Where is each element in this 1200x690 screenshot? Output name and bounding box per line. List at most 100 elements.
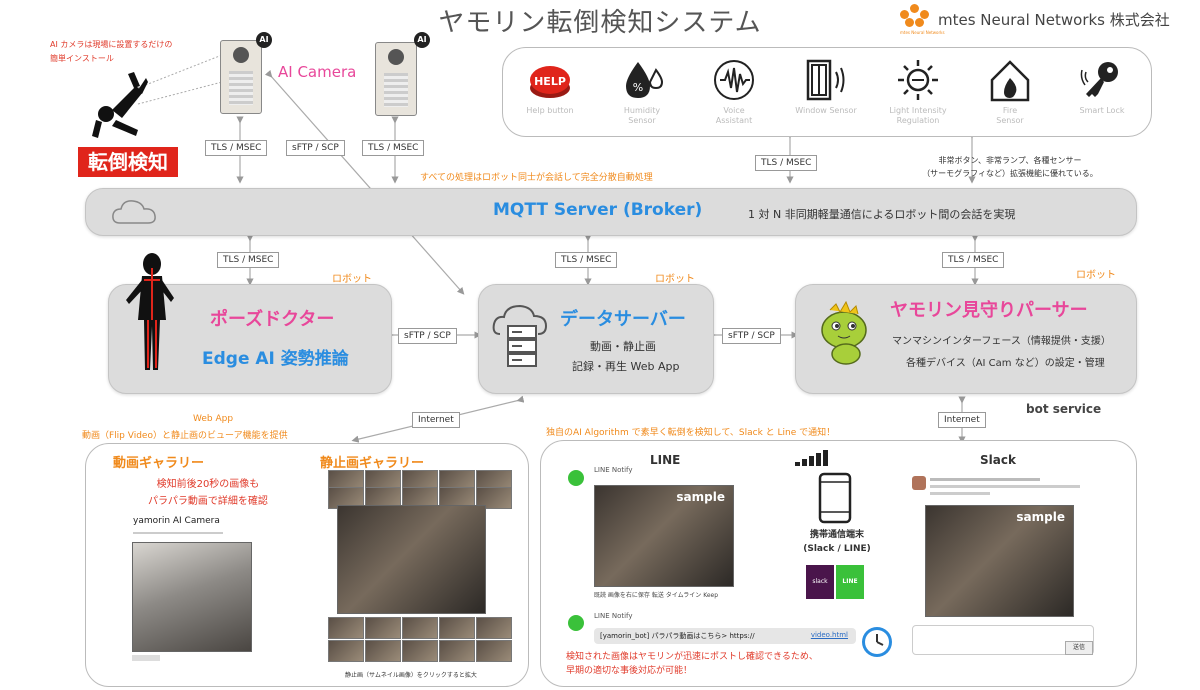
tls-tag-cam1: TLS / MSEC <box>205 140 268 156</box>
webapp-label: Web App <box>193 414 234 424</box>
still-thumbnail[interactable] <box>439 640 475 662</box>
still-thumbnail[interactable] <box>328 640 364 662</box>
still-thumbnail[interactable] <box>476 487 512 509</box>
sensor-label: Window Sensor <box>795 106 857 115</box>
fall-detection-label: 転倒検知 <box>78 147 178 177</box>
mqtt-desc: 1 対 N 非同期軽量通信によるロボット間の会話を実現 <box>748 208 1016 221</box>
line-message-actions: 既読 画像を右に保存 転送 タイムライン Keep <box>594 592 719 599</box>
sftp-tag-cam: sFTP / SCP <box>286 140 345 156</box>
still-thumbnail[interactable] <box>402 617 438 639</box>
bot-service-label: bot service <box>1026 402 1102 416</box>
line-notify-name: LINE Notify <box>594 466 633 474</box>
fire-icon <box>988 58 1032 102</box>
slack-message-input[interactable] <box>912 625 1094 655</box>
line-message-link[interactable]: video.html <box>810 631 848 639</box>
data-server-line1: 動画・静止画 <box>590 340 656 353</box>
parser-box <box>795 284 1137 394</box>
video-controls[interactable] <box>132 655 160 661</box>
page-title: ヤモリン転倒検知システム <box>438 8 762 38</box>
smartphone-icon <box>818 472 852 524</box>
ai-badge-2: AI <box>414 32 430 48</box>
line-alert-image[interactable]: sample <box>594 485 734 587</box>
slack-send-button[interactable]: 送信 <box>1065 641 1093 655</box>
help-button-icon: HELP <box>528 58 572 102</box>
server-cloud-icon <box>492 304 548 367</box>
ai-camera-2-icon <box>375 42 417 116</box>
sensor-label: Fire Sensor <box>996 106 1024 125</box>
yamorin-gecko-icon <box>821 300 867 365</box>
falling-person-icon <box>92 72 148 138</box>
app-subtitle-bar <box>133 532 223 534</box>
line-title: LINE <box>650 453 681 467</box>
clock-icon <box>862 627 892 657</box>
light-icon <box>896 58 940 102</box>
parser-title: ヤモリン見守りパーサー <box>890 300 1088 321</box>
slack-user-avatar <box>912 476 926 490</box>
device-label: 携帯通信端末 (Slack / LINE) <box>803 530 871 554</box>
parser-line1: マンマシンインターフェース（情報提供・支援） <box>892 336 1111 347</box>
video-preview-image[interactable] <box>132 542 252 652</box>
sample-label-slack: sample <box>1016 510 1065 524</box>
window-icon <box>804 58 848 102</box>
sensor-5: Fire Sensor <box>965 58 1055 126</box>
sensor-label: Voice Assistant <box>715 106 753 125</box>
tls-tag-data: TLS / MSEC <box>555 252 618 268</box>
app-name: yamorin AI Camera <box>133 516 220 526</box>
data-server-title: データサーバー <box>560 309 686 330</box>
sensor-label: Smart Lock <box>1079 106 1125 115</box>
sftp-tag-pose-data: sFTP / SCP <box>398 328 457 344</box>
line-message-text: [yamorin_bot] パラパラ動画はこちら> https:// <box>600 632 755 640</box>
humidity-icon: % <box>620 58 664 102</box>
robot-label-pose: ロボット <box>332 274 372 285</box>
tls-tag-sensors: TLS / MSEC <box>755 155 818 171</box>
still-thumbnail[interactable] <box>365 640 401 662</box>
video-gallery-note: 検知前後20秒の画像も パラパラ動画で詳細を確認 <box>148 479 268 507</box>
sample-label-line: sample <box>676 490 725 504</box>
tls-tag-pose: TLS / MSEC <box>217 252 280 268</box>
still-gallery-title: 静止画ギャラリー <box>320 456 425 471</box>
sensor-1: %Humidity Sensor <box>597 58 687 126</box>
tls-tag-parser: TLS / MSEC <box>942 252 1005 268</box>
voice-icon <box>712 58 756 102</box>
ai-badge-1: AI <box>256 32 272 48</box>
svg-text:%: % <box>633 81 643 94</box>
sensor-extension-note: 非常ボタン、非常ランプ、各種センサー （サーモグラフィなど）拡張機能に優れている… <box>922 156 1098 178</box>
notify-footer: 検知された画像はヤモリンが迅速にポストし確認できるため、 早期の適切な事後対応が… <box>566 652 818 676</box>
slack-message-line1 <box>930 478 1040 481</box>
still-thumbnail[interactable] <box>365 617 401 639</box>
still-thumbnail[interactable] <box>439 617 475 639</box>
line-message-bubble: [yamorin_bot] パラパラ動画はこちら> https:// video… <box>594 628 856 644</box>
mqtt-server-bar <box>85 188 1137 236</box>
company-logo-icon: mtes Neural Networks <box>900 4 945 35</box>
distributed-note: すべての処理はロボット同士が会話して完全分散自動処理 <box>420 173 653 183</box>
slack-alert-image[interactable]: sample <box>925 505 1074 617</box>
still-thumbnail[interactable] <box>328 617 364 639</box>
still-thumbnail[interactable] <box>476 640 512 662</box>
sensor-2: Voice Assistant <box>689 58 779 126</box>
still-thumbnail[interactable] <box>476 617 512 639</box>
sensor-label: Light Intensity Regulation <box>889 106 947 125</box>
data-server-line2: 記録・再生 Web App <box>572 360 680 373</box>
signal-bars-icon <box>795 450 828 466</box>
sensor-3: Window Sensor <box>781 58 871 116</box>
pose-doctor-subtitle: Edge AI 姿勢推論 <box>202 349 349 369</box>
line-notify-name-2: LINE Notify <box>594 612 633 620</box>
company-name: mtes Neural Networks 株式会社 <box>938 10 1170 29</box>
internet-tag-left: Internet <box>412 412 460 428</box>
webapp-desc: 動画（Flip Video）と静止画のビューア機能を提供 <box>82 431 288 441</box>
logo-subtext: mtes Neural Networks <box>900 30 945 35</box>
notify-header: 独自のAI Algorithm で素早く転倒を検知して、Slack と Line… <box>546 428 836 438</box>
parser-line2: 各種デバイス（AI Cam など）の設定・管理 <box>906 358 1105 369</box>
still-thumbnail[interactable] <box>402 640 438 662</box>
line-notify-avatar-icon <box>568 470 584 486</box>
mqtt-label: MQTT Server (Broker) <box>493 200 703 220</box>
slack-message-line2 <box>930 485 1080 488</box>
company-header: mtes Neural Networks mtes Neural Network… <box>900 4 1200 35</box>
slack-title: Slack <box>980 453 1016 467</box>
install-note: AI カメラは現場に設置するだけの 簡単インストール <box>50 40 173 63</box>
sensor-6: Smart Lock <box>1057 58 1147 116</box>
pose-skeleton-icon <box>126 253 174 370</box>
still-preview-image[interactable] <box>337 505 486 614</box>
robot-label-data: ロボット <box>655 274 695 285</box>
